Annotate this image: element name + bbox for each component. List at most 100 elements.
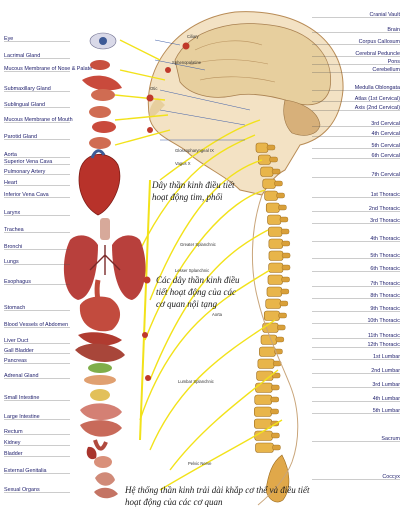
structure-label: Coccyx: [382, 474, 400, 480]
left-lung: [63, 235, 98, 300]
adrenal-gland: [90, 389, 110, 401]
abdominal-vessels: [78, 332, 122, 346]
organ-label: Small Intestine: [4, 395, 39, 401]
head: [147, 11, 344, 196]
organ-label: Parotid Gland: [4, 134, 37, 140]
organ-label: Mucous Membrane of Nose & Palate: [4, 66, 92, 72]
liver: [75, 343, 125, 362]
vertebra: [263, 310, 280, 321]
spinous-process: [275, 336, 285, 343]
vertebra: [254, 406, 272, 417]
structure-label: 6th Cervical: [372, 153, 400, 159]
organ-label: Lacrimal Gland: [4, 53, 40, 59]
organ-label: Inferior Vena Cava: [4, 192, 49, 198]
structure-label: 12th Thoracic: [367, 342, 400, 348]
organ-label: Pancreas: [4, 358, 27, 364]
nerve-label: Glossopharyngeal IX: [175, 148, 214, 153]
organ-label: Stomach: [4, 305, 25, 311]
structure-label: Axis (2nd Cervical): [355, 105, 400, 111]
kidney: [86, 446, 97, 460]
annotation-organs-line1: Các dây thần kinh điều: [156, 275, 240, 285]
structure-label: 8th Thoracic: [370, 293, 400, 299]
vertebra: [265, 298, 282, 309]
vertebra: [266, 286, 283, 297]
structure-label: Atlas (1st Cervical): [355, 96, 400, 102]
larynx-trachea: [100, 218, 110, 240]
spinous-process: [280, 288, 290, 295]
spinous-process: [281, 240, 290, 247]
nerve-label: Aorta: [212, 312, 223, 317]
vertebra: [255, 142, 269, 153]
vertebra: [262, 178, 276, 189]
small-intestine: [80, 403, 122, 420]
annotation-heart-lungs: Dây thần kinh điều tiết hoạt động tim, p…: [151, 180, 235, 202]
spinous-process: [277, 324, 286, 331]
organ-label: Submaxillary Gland: [4, 86, 51, 92]
center-labels: CiliarySphenopalatineOticGlossopharyngea…: [150, 34, 223, 466]
spinous-process: [278, 204, 287, 211]
structure-label: 3rd Thoracic: [370, 218, 400, 224]
vertebra: [268, 226, 283, 237]
structure-label: 5th Thoracic: [370, 253, 400, 259]
organ-label: Liver Duct: [4, 338, 29, 344]
gall-bladder: [88, 363, 112, 373]
vertebra: [268, 238, 284, 249]
structure-label: Cranial Vault: [370, 12, 401, 18]
sacrum: [265, 454, 290, 503]
structure-label: 9th Thoracic: [370, 306, 400, 312]
structure-label: Cerebral Peduncle: [355, 51, 400, 57]
nerve-label: Otic: [150, 86, 157, 91]
structure-label: 5th Cervical: [372, 143, 400, 149]
structure-label: 5th Lumbar: [373, 408, 400, 414]
organ-label: Adrenal Gland: [4, 373, 38, 379]
structure-label: 3rd Lumbar: [372, 382, 400, 388]
structure-label: 4th Thoracic: [370, 236, 400, 242]
structure-label: 2nd Thoracic: [369, 206, 400, 212]
structure-label: Cerebellum: [372, 67, 400, 73]
annotation-organs-line2: tiết hoạt động của các: [156, 287, 236, 297]
structure-label: Corpus Callosum: [359, 39, 401, 45]
organ-label: Bladder: [4, 451, 23, 457]
organ-label: Rectum: [4, 429, 23, 435]
spinous-process: [266, 144, 276, 151]
sublingual-gland: [89, 106, 111, 118]
structure-label: 3rd Cervical: [371, 121, 400, 127]
organ-label: Large Intestine: [4, 414, 40, 420]
structure-label: 4th Cervical: [372, 131, 400, 137]
sexual-organs: [94, 487, 118, 499]
nerve-label: Lumbar Splanchnic: [178, 379, 214, 384]
nose-mucosa: [82, 75, 122, 91]
nerve-network: [114, 39, 283, 491]
spinous-process: [278, 312, 287, 319]
spinous-process: [271, 168, 281, 175]
structure-label: 7th Thoracic: [370, 281, 400, 287]
spinous-process: [281, 276, 290, 283]
nerve-lines-blue: [154, 39, 251, 141]
spinous-process: [279, 216, 289, 223]
organ-label: Mucous Membrane of Mouth: [4, 117, 73, 123]
stomach: [79, 296, 121, 332]
organ-label: Kidney: [4, 440, 21, 446]
organ-label: Pulmonary Artery: [4, 169, 46, 175]
structure-label: 1st Thoracic: [371, 192, 401, 198]
body-outline: [251, 194, 299, 506]
annotation-bottom: Hệ thống thần kinh trải dài khắp cơ thể …: [124, 485, 310, 507]
nerve-label: Sphenopalatine: [172, 60, 202, 65]
annotation-organs: Các dây thần kinh điều tiết hoạt động củ…: [156, 275, 240, 309]
spinal-column: [254, 142, 291, 503]
vertebra: [264, 190, 278, 201]
cerebellum: [283, 99, 321, 136]
nerve-label: Pelvic Nerve: [188, 461, 212, 466]
spinous-process: [281, 264, 291, 271]
spinous-process: [271, 384, 280, 391]
organ-label: Esophagus: [4, 279, 31, 285]
spinous-process: [270, 408, 279, 415]
organ-label: Superior Vena Cava: [4, 159, 52, 165]
vertebra: [267, 214, 282, 225]
spinous-process: [281, 252, 291, 259]
organ-label: External Genitalia: [4, 468, 47, 474]
organ-label: Heart: [4, 180, 18, 186]
organ-label: Lungs: [4, 259, 19, 265]
